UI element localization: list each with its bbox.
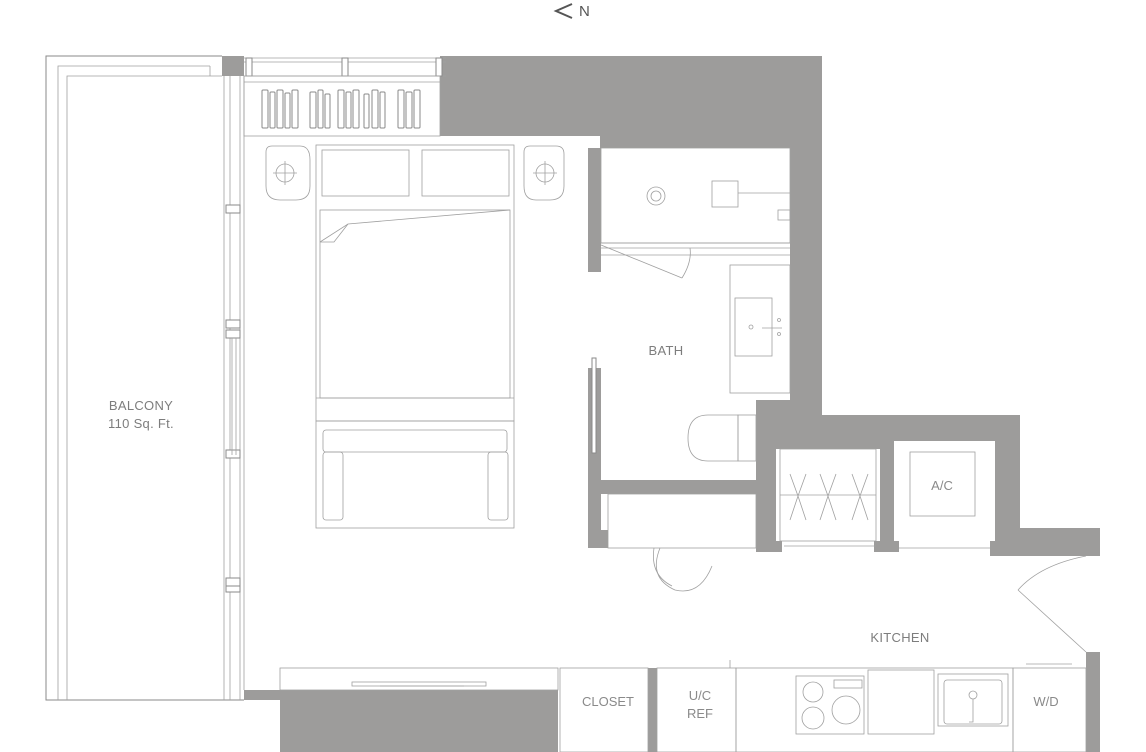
nightstands <box>265 145 565 201</box>
kitchen-label: KITCHEN <box>870 630 929 645</box>
ac-label: A/C <box>931 478 953 493</box>
ac-closet: A/C <box>899 451 990 549</box>
ref-label-line2: REF <box>687 706 713 721</box>
north-label: N <box>579 3 590 20</box>
top-window <box>244 57 446 77</box>
bookshelf <box>243 75 441 137</box>
kitchen-counter: CLOSET U/C REF W/D <box>279 660 1087 752</box>
ref-label-line1: U/C <box>689 688 711 703</box>
balcony-area: 110 Sq. Ft. <box>108 416 174 431</box>
bath: BATH <box>591 147 791 462</box>
closet-label: CLOSET <box>582 694 634 709</box>
bath-label: BATH <box>649 343 684 358</box>
shower-drain-icon <box>646 186 666 206</box>
sofa <box>315 420 515 529</box>
balcony-sliding-doors <box>223 76 245 700</box>
balcony: BALCONY 110 Sq. Ft. <box>45 55 244 701</box>
north-arrow-icon <box>553 3 573 19</box>
entry-door <box>1017 555 1087 653</box>
north-arrow: N <box>553 3 590 20</box>
wardrobe <box>779 448 877 547</box>
walls <box>222 56 1100 752</box>
hall-closet <box>607 493 757 592</box>
wd-label: W/D <box>1033 694 1058 709</box>
balcony-label: BALCONY <box>109 398 173 413</box>
bed <box>315 144 515 422</box>
